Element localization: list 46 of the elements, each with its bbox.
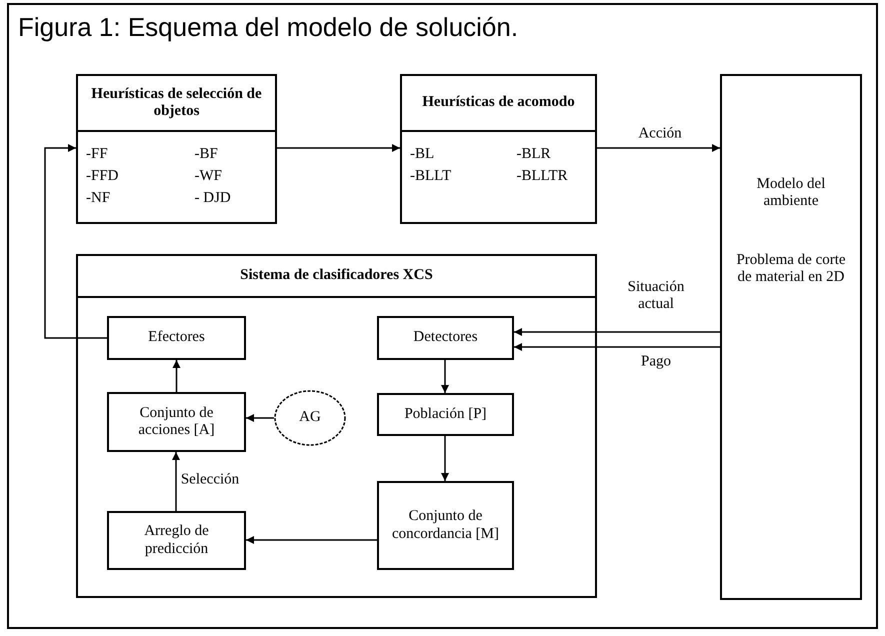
list-item: -BL: [410, 146, 434, 164]
process-box: [377, 393, 514, 436]
arrow: [172, 452, 180, 511]
panel: [400, 74, 597, 224]
node-label: Efectores: [147, 329, 206, 347]
process-box: [107, 316, 246, 360]
node-label: Problema de corte de material en 2D: [735, 252, 847, 286]
process-box: [720, 74, 862, 600]
node-label: AG: [298, 409, 322, 427]
arrow: [514, 328, 720, 336]
list-item: - DJD: [194, 190, 231, 208]
arrow: [277, 144, 400, 152]
panel-heading: Heurísticas de selección de objetos: [78, 76, 275, 132]
process-box: [107, 511, 246, 570]
panel-heading: Sistema de clasificadores XCS: [78, 256, 595, 298]
arrow: [441, 360, 449, 393]
process-box: [107, 392, 246, 452]
edge-label: Pago: [641, 353, 671, 371]
process-box: [377, 316, 514, 360]
arrow: [44, 144, 107, 339]
panel-heading: Heurísticas de acomodo: [402, 76, 595, 132]
panel: [76, 254, 597, 598]
arrow: [441, 436, 449, 481]
list-item: -BLLTR: [516, 168, 568, 186]
list-item: -FF: [86, 146, 108, 164]
list-item: -BLLT: [410, 168, 452, 186]
node-label: Detectores: [412, 329, 479, 347]
arrow: [246, 536, 377, 544]
figure-title: Figura 1: Esquema del modelo de solución.: [18, 12, 518, 43]
arrow: [246, 414, 274, 422]
node-label: Arreglo de predicción: [143, 523, 210, 558]
list-item: -BLR: [516, 146, 551, 164]
list-item: -BF: [194, 146, 218, 164]
process-box: [377, 481, 514, 570]
list-item: -FFD: [86, 168, 119, 186]
node-label: Conjunto de acciones [A]: [137, 404, 216, 440]
list-item: -WF: [194, 168, 222, 186]
arrow: [597, 144, 720, 152]
arrow: [172, 360, 180, 392]
ellipse-node: [274, 390, 346, 446]
list-item: -NF: [86, 190, 110, 208]
panel: [76, 74, 277, 224]
node-label: Modelo del ambiente: [756, 176, 826, 210]
node-label: Población [P]: [403, 406, 488, 424]
arrow: [514, 343, 720, 351]
node-label: Conjunto de concordancia [M]: [390, 508, 500, 543]
